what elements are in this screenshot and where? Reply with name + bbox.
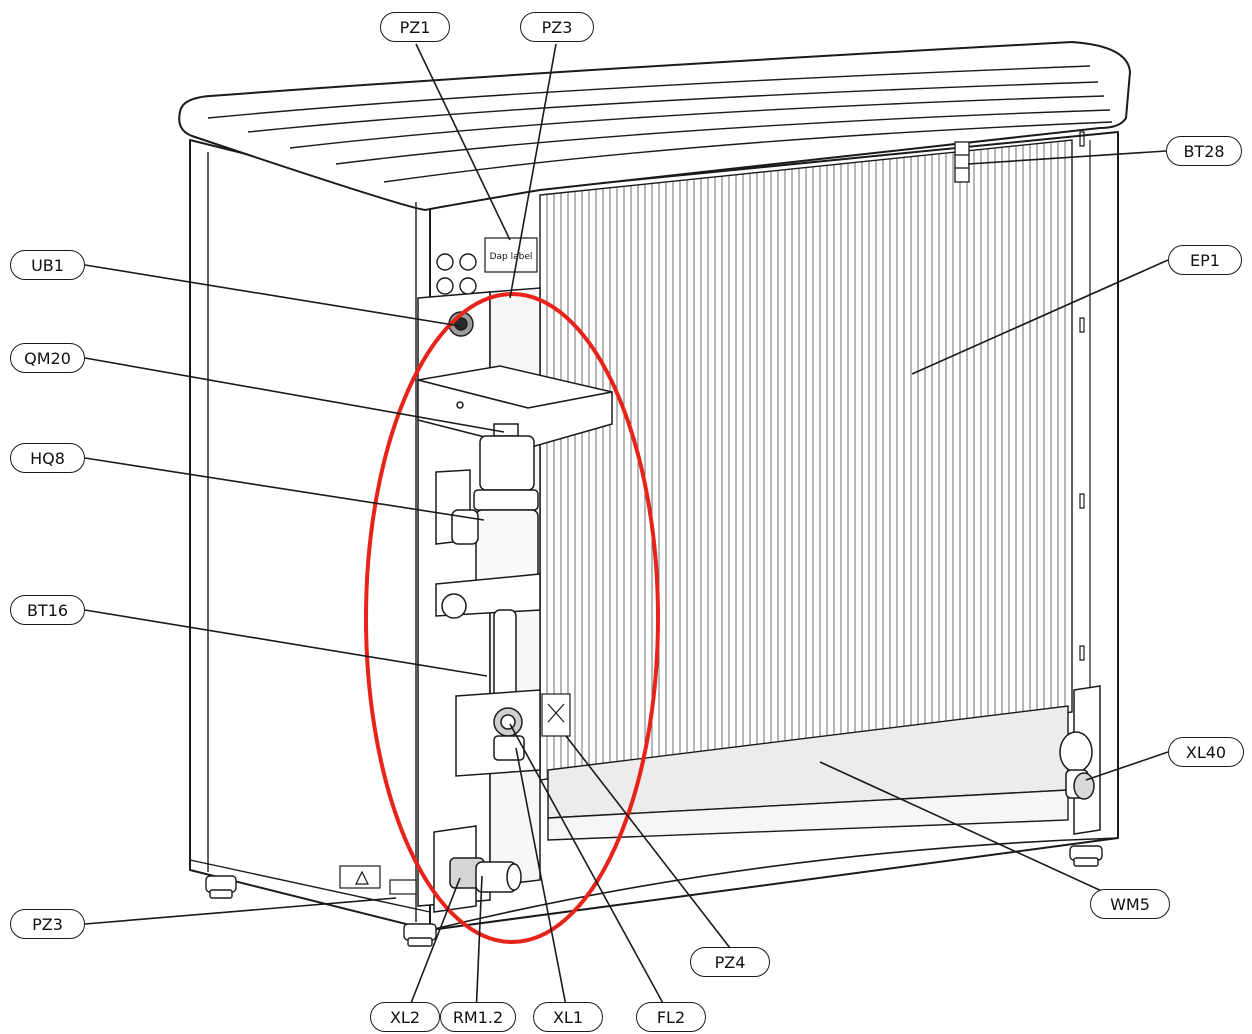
callout-wm5: WM5 bbox=[1090, 889, 1170, 919]
callout-bt16-text: BT16 bbox=[26, 600, 69, 620]
warning-stickers bbox=[339, 865, 417, 895]
roof-slats bbox=[207, 65, 1113, 183]
frame-hinges bbox=[1079, 131, 1085, 661]
callout-pz1: PZ1 bbox=[380, 12, 450, 42]
callout-ep1: EP1 bbox=[1168, 245, 1242, 275]
pz4-sticker bbox=[541, 693, 571, 737]
callout-bt16: BT16 bbox=[10, 595, 85, 625]
bt28-sensor bbox=[954, 141, 970, 183]
callout-rm1-2: RM1.2 bbox=[440, 1002, 516, 1032]
callout-xl40-text: XL40 bbox=[1185, 742, 1227, 762]
leader-lines bbox=[84, 43, 1169, 1017]
callout-qm20-text: QM20 bbox=[24, 348, 71, 368]
callout-pz1-text: PZ1 bbox=[399, 17, 431, 37]
callout-xl1-text: XL1 bbox=[552, 1007, 584, 1027]
cabinet-base bbox=[429, 837, 1119, 931]
callout-ub1-text: UB1 bbox=[31, 255, 64, 275]
cabinet-feet bbox=[205, 845, 1103, 947]
callout-ep1-text: EP1 bbox=[1190, 250, 1220, 270]
callout-xl40: XL40 bbox=[1168, 737, 1244, 767]
callout-xl2: XL2 bbox=[370, 1002, 440, 1032]
xl40-connection bbox=[1059, 685, 1101, 835]
valve-assembly bbox=[435, 423, 541, 777]
callout-pz3-bottom: PZ3 bbox=[10, 909, 85, 939]
callout-pz3-top: PZ3 bbox=[520, 12, 594, 42]
callout-bt28-text: BT28 bbox=[1183, 141, 1225, 161]
callout-fl2: FL2 bbox=[636, 1002, 706, 1032]
callout-wm5-text: WM5 bbox=[1110, 894, 1150, 914]
data-label-text: Dap label bbox=[490, 252, 533, 262]
callout-qm20: QM20 bbox=[10, 343, 85, 373]
callout-hq8-text: HQ8 bbox=[30, 448, 65, 468]
callout-pz4: PZ4 bbox=[690, 947, 770, 977]
callout-pz3-bottom-text: PZ3 bbox=[32, 914, 63, 934]
callout-hq8: HQ8 bbox=[10, 443, 85, 473]
callout-xl1: XL1 bbox=[533, 1002, 603, 1032]
callout-rm1-2-text: RM1.2 bbox=[452, 1007, 504, 1027]
callout-pz3-top-text: PZ3 bbox=[541, 17, 573, 37]
data-label-plate: Dap label bbox=[484, 237, 538, 273]
callout-fl2-text: FL2 bbox=[656, 1007, 686, 1027]
callout-ub1: UB1 bbox=[10, 250, 85, 280]
evaporator-fins bbox=[539, 139, 1073, 781]
callout-pz4-text: PZ4 bbox=[714, 952, 746, 972]
callout-bt28: BT28 bbox=[1166, 136, 1242, 166]
highlight-ellipse bbox=[364, 292, 660, 944]
side-panel-lines bbox=[189, 152, 431, 922]
callout-xl2-text: XL2 bbox=[389, 1007, 421, 1027]
